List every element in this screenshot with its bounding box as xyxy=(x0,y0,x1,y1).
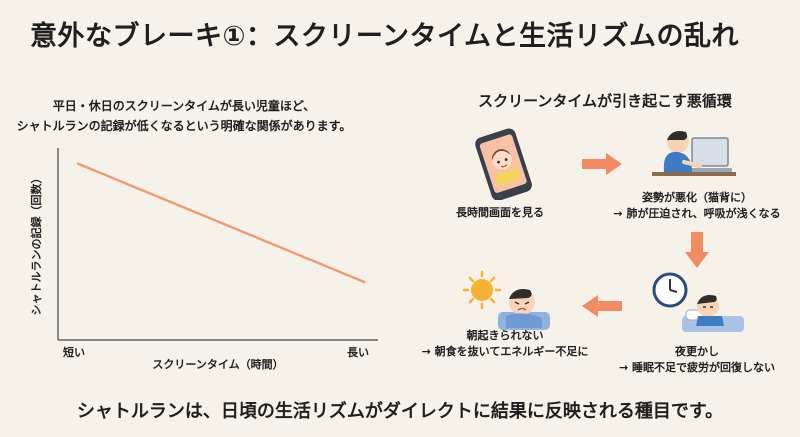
lead-text: 平日・休日のスクリーンタイムが長い児童ほど、 シャトルランの記録が低くなるという… xyxy=(8,96,360,136)
smartphone-icon xyxy=(475,128,532,200)
step-caption-morning: 朝起きられない → 朝食を抜いてエネルギー不足に xyxy=(420,328,590,360)
cycle-title: スクリーンタイムが引き起こす悪循環 xyxy=(478,92,732,110)
step-morning-line-2: → 朝食を抜いてエネルギー不足に xyxy=(421,345,589,358)
x-tick-label-long: 長い xyxy=(347,346,369,359)
y-axis-label: シャトルランの記録（回数） xyxy=(29,173,43,316)
arrow-right-icon xyxy=(582,153,622,175)
sun-icon xyxy=(462,270,502,310)
step-morning-line-1: 朝起きられない xyxy=(466,329,544,342)
step-screen-line-1: 長時間画面を見る xyxy=(456,206,544,219)
late-night-icon xyxy=(652,272,744,332)
correlation-chart: シャトルランの記録（回数） 短い 長い スクリーンタイム（時間） xyxy=(29,148,378,371)
step-caption-screen: 長時間画面を見る xyxy=(440,205,560,221)
arrow-down-icon xyxy=(685,232,709,268)
step-posture-line-1: 姿勢が悪化（猫背に） xyxy=(642,191,752,204)
x-axis-label: スクリーンタイム（時間） xyxy=(152,357,283,371)
footer-message: シャトルランは、日頃の生活リズムがダイレクトに結果に反映される種目です。 xyxy=(76,401,724,422)
step-posture-line-2: → 肺が圧迫され、呼吸が浅くなる xyxy=(613,207,781,220)
page-title: 意外なブレーキ①：スクリーンタイムと生活リズムの乱れ xyxy=(30,21,739,52)
trend-line xyxy=(76,162,366,284)
hunched-posture-icon xyxy=(652,131,736,176)
step-caption-posture: 姿勢が悪化（猫背に） → 肺が圧迫され、呼吸が浅くなる xyxy=(612,190,782,222)
lead-line-2: シャトルランの記録が低くなるという明確な関係があります。 xyxy=(16,119,352,133)
lead-line-1: 平日・休日のスクリーンタイムが長い児童ほど、 xyxy=(52,99,316,113)
step-caption-late-night: 夜更かし → 睡眠不足で疲労が回復しない xyxy=(612,344,782,376)
step-late-night-line-2: → 睡眠不足で疲労が回復しない xyxy=(618,361,776,374)
step-late-night-line-1: 夜更かし xyxy=(675,345,719,358)
x-tick-label-short: 短い xyxy=(63,345,85,359)
arrow-left-icon xyxy=(582,295,622,317)
tired-morning-icon xyxy=(462,270,550,330)
